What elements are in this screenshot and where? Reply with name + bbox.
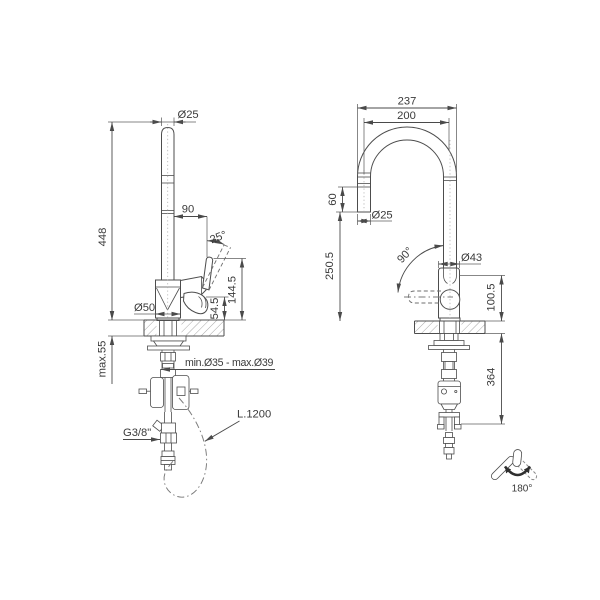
dim-body-diameter-label: Ø43 [461,252,482,264]
dim-handle-offset-label: 90 [182,204,194,216]
side-view-faucet-outline [155,124,231,321]
dim-below-counter-depth-label: 364 [486,368,498,387]
front-view: 237 200 60 250.5 Ø25 90° Ø43 [324,96,505,460]
dim-mounting-hole-label: min.Ø35 - max.Ø39 [185,357,274,369]
front-view-countertop [414,320,486,334]
dim-spout-span-label: 200 [397,110,416,122]
swivel-knob [512,449,523,467]
side-view-dimensions: Ø25 448 max.55 90 25° 144.5 54.5 Ø50 [97,109,275,442]
side-view: Ø25 448 max.55 90 25° 144.5 54.5 Ø50 [97,109,275,498]
dim-max-counter-thickness-label: max.55 [97,341,109,378]
side-view-under-counter-hardware [138,335,208,498]
dim-outlet-height-label: 54.5 [209,298,221,320]
dim-base-diameter-label: Ø50 [134,302,155,314]
mounting-bracket-left [150,377,164,408]
swivel-rotation-label: 180° [512,484,533,495]
swivel-arrow [503,465,532,477]
bracket-screw-left [138,388,147,394]
mounting-bracket-right [172,375,190,410]
dim-hose-length-label: L.1200 [237,409,271,421]
dim-handle-arc-label: 90° [395,245,415,266]
dim-handle-tilt-label: 25° [208,229,228,246]
dim-spray-head-length-label: 60 [327,193,339,205]
pull-out-hose-phantom [163,397,208,498]
swivel-lever-solid [490,455,516,481]
dim-spout-tube-diameter-label: Ø25 [372,210,393,222]
dim-handle-height-label: 100.5 [486,284,498,312]
gooseneck-spout [357,126,457,269]
front-view-faucet-outline [357,126,461,322]
spray-outlet [182,291,209,315]
dim-overall-width-label: 237 [398,96,417,108]
dim-spout-clearance-label: 250.5 [324,252,336,280]
handle-rotation-180-icon: 180° [490,449,538,495]
dim-spout-diameter-label: Ø25 [178,109,199,121]
handle-open-position-phantom [202,244,231,291]
lever-handle [201,256,214,291]
front-view-dimensions: 237 200 60 250.5 Ø25 90° Ø43 [324,96,505,425]
dim-supply-thread-label: G3/8" [123,427,151,439]
dim-handle-height-label: 144.5 [227,276,239,304]
dim-overall-height-label: 448 [97,228,109,247]
bracket-screw-right [190,388,199,394]
front-view-under-counter-hardware [428,333,470,460]
side-view-countertop [143,319,225,337]
